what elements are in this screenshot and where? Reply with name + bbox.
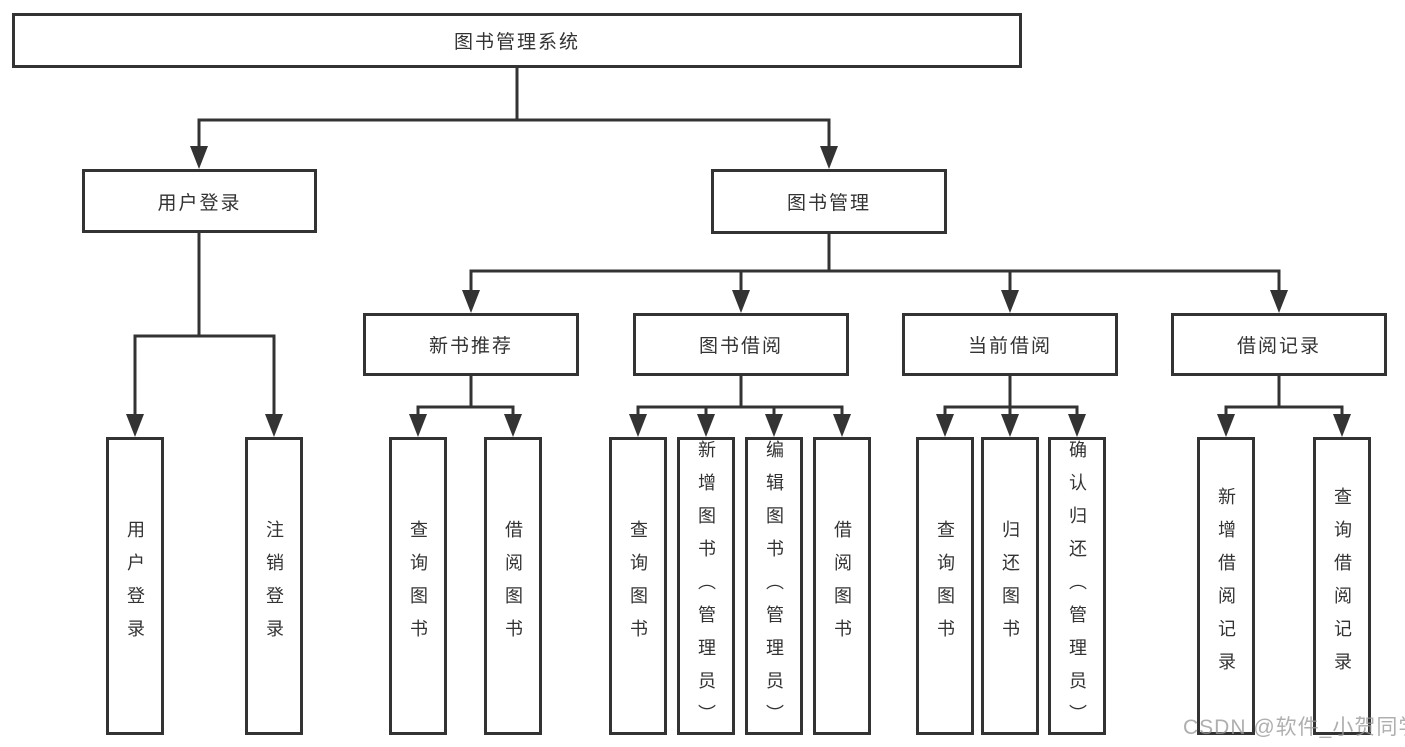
- node-current-borrow: 当前借阅: [902, 313, 1118, 376]
- node-label: 当前借阅: [967, 336, 1052, 357]
- leaf-nb-query-books: 查询图书: [389, 437, 447, 735]
- leaf-label: 归还图书: [1000, 520, 1020, 652]
- leaf-label: 新增图书（管理员）: [696, 440, 716, 737]
- leaf-cb-confirm-return-admin: 确认归还（管理员）: [1048, 437, 1106, 737]
- leaf-logout: 注销登录: [245, 437, 303, 735]
- leaf-nb-borrow-books: 借阅图书: [484, 437, 542, 735]
- leaf-label: 新增借阅记录: [1216, 487, 1236, 685]
- leaf-label: 借阅图书: [503, 520, 523, 652]
- leaf-label: 用户登录: [125, 520, 145, 652]
- leaf-bb-edit-books-admin: 编辑图书（管理员）: [745, 437, 803, 737]
- node-label: 借阅记录: [1236, 336, 1321, 357]
- node-user-login: 用户登录: [82, 169, 317, 233]
- leaf-bb-query-books: 查询图书: [609, 437, 667, 735]
- node-label: 图书管理系统: [453, 32, 580, 53]
- node-label: 图书管理: [786, 193, 871, 214]
- leaf-br-add-record: 新增借阅记录: [1197, 437, 1255, 735]
- leaf-label: 借阅图书: [832, 520, 852, 652]
- leaf-br-query-record: 查询借阅记录: [1313, 437, 1371, 735]
- node-label: 用户登录: [157, 192, 242, 214]
- leaf-cb-return-books: 归还图书: [981, 437, 1039, 735]
- node-book-borrow: 图书借阅: [633, 313, 849, 376]
- leaf-label: 查询图书: [408, 520, 428, 652]
- node-book-management: 图书管理: [711, 169, 947, 234]
- leaf-bb-add-books-admin: 新增图书（管理员）: [677, 437, 735, 737]
- watermark: CSDN @软件_小贺同学: [1183, 716, 1405, 739]
- leaf-label: 编辑图书（管理员）: [764, 440, 784, 737]
- leaf-bb-borrow-books: 借阅图书: [813, 437, 871, 735]
- node-label: 新书推荐: [428, 336, 513, 357]
- node-label: 图书借阅: [698, 336, 783, 357]
- leaf-label: 查询借阅记录: [1332, 487, 1352, 685]
- leaf-label: 查询图书: [935, 520, 955, 652]
- leaf-user-login: 用户登录: [106, 437, 164, 735]
- leaf-label: 查询图书: [628, 520, 648, 652]
- node-library-system: 图书管理系统: [12, 13, 1022, 68]
- leaf-label: 注销登录: [264, 520, 284, 652]
- leaf-label: 确认归还（管理员）: [1067, 440, 1087, 737]
- node-borrow-records: 借阅记录: [1171, 313, 1387, 376]
- leaf-cb-query-books: 查询图书: [916, 437, 974, 735]
- node-new-book-recommend: 新书推荐: [363, 313, 579, 376]
